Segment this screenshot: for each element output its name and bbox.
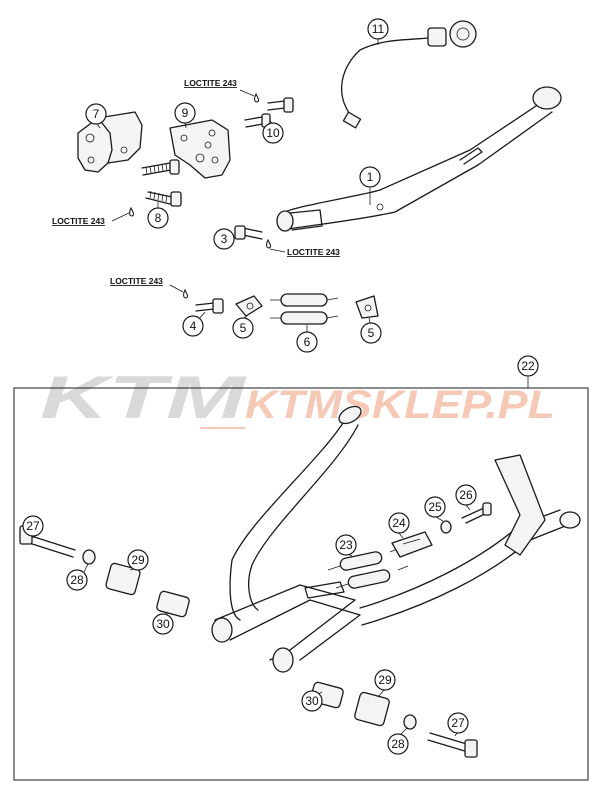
ktm-logo-watermark: KTM: [40, 364, 248, 431]
callout-27b: 27: [447, 712, 469, 737]
callout-28b-label: 28: [391, 737, 405, 751]
callout-28b: 28: [387, 727, 409, 755]
washer-25: [440, 520, 452, 534]
callout-1: 1: [359, 166, 381, 205]
callout-28a-label: 28: [70, 573, 84, 587]
springs-6: [270, 293, 339, 325]
bolt-8: [145, 190, 182, 207]
loctite-label-a: LOCTITE 243: [184, 78, 237, 88]
callout-22-label: 22: [521, 359, 535, 373]
callout-5b-label: 5: [368, 326, 375, 340]
callout-9: 9: [174, 102, 196, 129]
callout-4: 4: [182, 311, 206, 337]
callout-25: 25: [424, 496, 446, 522]
bracket-9: [169, 119, 231, 179]
screws-10: [244, 97, 294, 128]
loctite-label-c: LOCTITE 243: [287, 247, 340, 257]
center-stand-22: [211, 405, 581, 673]
loctite-label-d: LOCTITE 243: [110, 276, 163, 286]
washer-28b: [403, 714, 417, 730]
callout-29b-label: 29: [378, 673, 392, 687]
bushing-29b: [354, 691, 390, 727]
washer-28a: [82, 549, 96, 565]
callout-29b: 29: [374, 669, 396, 698]
springs-23: [327, 547, 409, 589]
callout-9-label: 9: [182, 106, 189, 120]
plate-5b: [355, 295, 379, 319]
loctite-label-b: LOCTITE 243: [52, 216, 105, 226]
callout-3-label: 3: [221, 232, 228, 246]
side-stand-1: [276, 86, 562, 232]
watermark: KTM KTMSKLEP.PL: [40, 364, 555, 431]
callout-5b: 5: [360, 317, 382, 344]
bushing-29a: [105, 562, 141, 596]
callout-11: 11: [367, 18, 389, 45]
callout-5a: 5: [232, 315, 254, 339]
shop-watermark: KTMSKLEP.PL: [245, 383, 555, 427]
callout-25-label: 25: [428, 500, 442, 514]
sleeve-30a: [156, 590, 190, 618]
callout-27b-label: 27: [451, 716, 465, 730]
callout-10: 10: [262, 119, 284, 144]
callout-4-label: 4: [190, 319, 197, 333]
bolt-4: [195, 298, 224, 314]
callout-24: 24: [388, 512, 410, 539]
callout-30a: 30: [152, 611, 174, 635]
callout-30b-label: 30: [305, 694, 319, 708]
callout-30b: 30: [301, 690, 323, 712]
callout-23-label: 23: [339, 538, 353, 552]
callout-30a-label: 30: [156, 617, 170, 631]
callout-7-label: 7: [93, 107, 100, 121]
bolt-27b: [427, 732, 478, 758]
callout-6-label: 6: [304, 335, 311, 349]
callout-7: 7: [85, 103, 107, 129]
callout-6: 6: [296, 325, 318, 353]
callout-27a: 27: [22, 515, 44, 539]
callout-3: 3: [213, 228, 235, 250]
bolt-26: [461, 502, 492, 524]
plate-24: [391, 531, 433, 558]
callout-29a-label: 29: [131, 553, 145, 567]
callout-10-label: 10: [266, 126, 280, 140]
sensor-cable-11: [341, 20, 477, 129]
callout-24-label: 24: [392, 516, 406, 530]
bolt-3: [234, 225, 263, 240]
callout-26: 26: [455, 484, 477, 511]
bracket-7: [77, 111, 143, 173]
bolt-7: [141, 159, 180, 176]
callout-22: 22: [517, 355, 539, 377]
callout-28a: 28: [66, 563, 89, 591]
callout-8-label: 8: [155, 211, 162, 225]
assembly-frame: [13, 387, 589, 781]
plate-5a: [235, 295, 263, 317]
callout-23: 23: [335, 534, 357, 557]
callout-29a: 29: [127, 549, 149, 571]
callout-5a-label: 5: [240, 321, 247, 335]
callout-26-label: 26: [459, 488, 473, 502]
callout-1-label: 1: [367, 170, 374, 184]
callout-8: 8: [147, 202, 169, 229]
callout-27a-label: 27: [26, 519, 40, 533]
callout-11-label: 11: [372, 22, 385, 36]
